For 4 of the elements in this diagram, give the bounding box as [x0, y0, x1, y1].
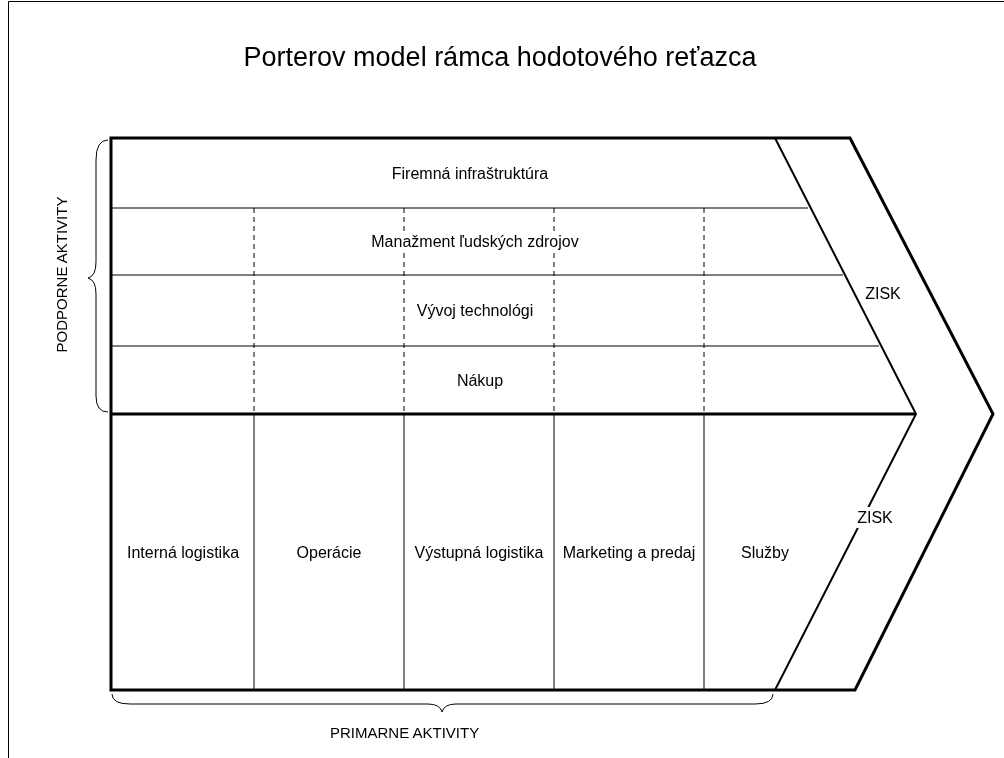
- margin-label: ZISK: [854, 506, 896, 528]
- section-label: PODPORNE AKTIVITY: [53, 196, 71, 353]
- diagram-title: Porterov model rámca hodotového reťazca: [242, 42, 758, 73]
- section-label: PRIMARNE AKTIVITY: [330, 724, 480, 741]
